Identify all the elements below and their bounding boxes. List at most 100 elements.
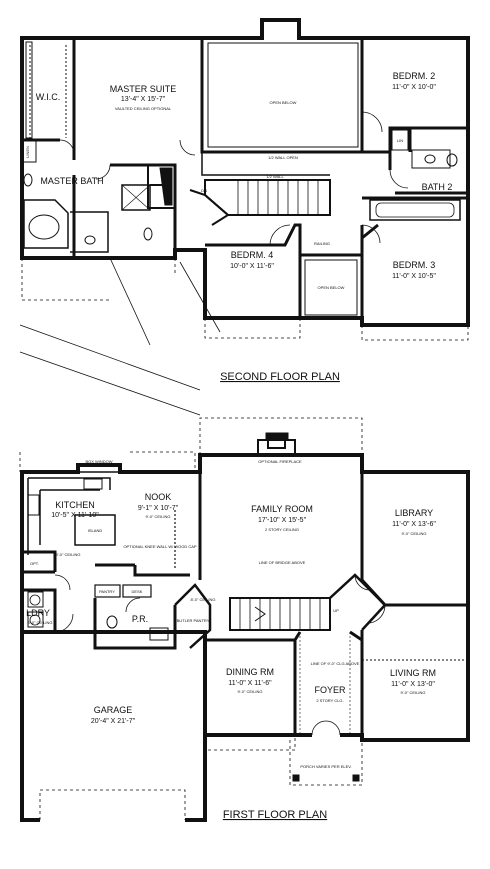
door-swing — [125, 597, 141, 613]
label-pantry: PANTRY — [99, 589, 115, 594]
fireplace-projection — [199, 417, 363, 455]
room-note-nook: 9'-0" CEILING — [145, 514, 170, 519]
room-dims-living: 11'-0" X 13'-0" — [391, 681, 435, 688]
room-label-linen: LINEN — [25, 146, 30, 158]
laundry-walls — [22, 570, 57, 632]
sink-pr — [149, 627, 169, 641]
washer-drum — [29, 594, 41, 606]
label-desk: DESK — [132, 589, 143, 594]
room-label-living: LIVING RM — [390, 668, 436, 678]
dryer-drum — [29, 614, 41, 626]
room-dims-bedrm2: 11'-0" X 10'-0" — [392, 84, 436, 91]
foyer-walls — [293, 630, 364, 735]
vanity — [70, 211, 109, 253]
room-label-garage: GARAGE — [94, 705, 133, 715]
room-dims-garage: 20'-4" X 21'-7" — [91, 718, 136, 725]
label-island: ISLAND — [88, 528, 103, 533]
door-swing — [59, 139, 75, 155]
room-label-bedrm4: BEDRM. 4 — [231, 250, 274, 260]
room-label-bedrm3: BEDRM. 3 — [393, 260, 436, 270]
room-label-family-room: FAMILY ROOM — [251, 504, 313, 514]
dryer — [27, 611, 44, 628]
room-note-family-room: 2 STORY CEILING — [265, 527, 299, 532]
bedrm2-walls — [360, 38, 468, 154]
bedrm4-walls — [205, 223, 302, 318]
room-label-open-below: OPEN BELOW — [270, 100, 297, 105]
kitchen-wall — [22, 550, 190, 577]
door-swing — [389, 169, 409, 189]
roof-lines — [19, 257, 221, 416]
closet-rods — [29, 45, 67, 138]
toilet-master — [143, 227, 153, 241]
label-kitchen-ceiling: 9'-0" CEILING — [55, 552, 80, 557]
room-note-living: 9'-0" CEILING — [400, 690, 425, 695]
open-below-inner — [207, 42, 359, 148]
label-porch: PORCH VARIES PER ELEV. — [300, 764, 351, 769]
door-swing — [95, 164, 111, 180]
dining-walls — [205, 638, 297, 735]
room-label-master-suite: MASTER SUITE — [110, 84, 177, 94]
stove — [27, 494, 40, 516]
window-projection — [204, 735, 296, 751]
door-swing — [54, 574, 71, 591]
room-note-ldry: 8'-0" CEILING — [27, 620, 52, 625]
shower-x — [121, 184, 151, 211]
stair-arrow — [254, 606, 266, 622]
room-label-wic: W.I.C. — [36, 92, 61, 102]
room-dims-library: 11'-0" X 13'-6" — [392, 521, 436, 528]
door-swing — [354, 574, 371, 591]
garage-walls — [20, 632, 207, 822]
label-half-wall: 1/2 WALL — [266, 174, 284, 179]
door-swing — [311, 720, 341, 736]
sink-2 — [424, 154, 436, 164]
room-label-kitchen: KITCHEN — [55, 500, 95, 510]
room-dims-bedrm3: 11'-0" X 10'-5" — [392, 273, 436, 280]
label-up: UP — [333, 608, 339, 613]
label-rail: RAILING — [314, 241, 330, 246]
stair-wall-black — [159, 167, 173, 206]
stair-landing — [189, 189, 230, 226]
room-dims-bedrm4: 10'-0" X 11'-6" — [230, 263, 274, 270]
sink-1 — [84, 235, 96, 245]
pr-walls — [93, 598, 177, 650]
label-bridge-line: LINE OF BRIDGE ABOVE — [259, 560, 306, 565]
open-below-walls — [200, 38, 364, 154]
tub-inner — [375, 202, 455, 218]
door-swing — [54, 613, 74, 633]
room-dims-family-room: 17'-10" X 15'-5" — [258, 517, 307, 524]
corner-tub — [23, 199, 69, 249]
tub-basin — [28, 214, 60, 240]
shower — [121, 184, 151, 211]
garage-door-line — [39, 789, 186, 820]
room-label-open-below-2: OPEN BELOW — [318, 285, 345, 290]
room-dims-dining: 11'-0" X 11'-6" — [228, 680, 272, 687]
box-window — [77, 464, 121, 473]
toilet-wic — [23, 173, 33, 187]
master-suite-walls — [72, 140, 177, 258]
door-swing — [269, 224, 291, 246]
sink-kitchen — [83, 478, 103, 490]
stair-treads — [237, 180, 319, 215]
toilet-bath2 — [446, 153, 458, 167]
porch — [289, 740, 363, 786]
second-floor-plan — [19, 18, 470, 416]
closet-shelf — [25, 41, 33, 139]
room-label-pr: P.R. — [132, 614, 148, 624]
room-label-bedrm2: BEDRM. 2 — [393, 71, 436, 81]
label-butler-pantry: BUTLER PANTRY — [177, 618, 210, 623]
room-label-master-bath: MASTER BATH — [40, 176, 103, 186]
pantry — [94, 584, 121, 598]
desk — [122, 584, 152, 598]
door-swing — [361, 224, 381, 244]
half-wall — [201, 152, 330, 176]
bath2-walls — [362, 152, 468, 200]
label-optional-wall: OPTIONAL KNEE WALL W/ WOOD CAP — [123, 544, 196, 549]
washer — [27, 591, 44, 608]
room-note-foyer: 2 STORY CLG. — [316, 698, 343, 703]
room-dims-master-suite: 13'-4" X 15'-7" — [121, 96, 166, 103]
room-note-dining: 9'-0" CEILING — [237, 689, 262, 694]
door-swing — [361, 111, 383, 133]
label-hall-ceiling: 8'-0" CEILING — [190, 597, 215, 602]
linen-closet-mb — [22, 139, 37, 163]
